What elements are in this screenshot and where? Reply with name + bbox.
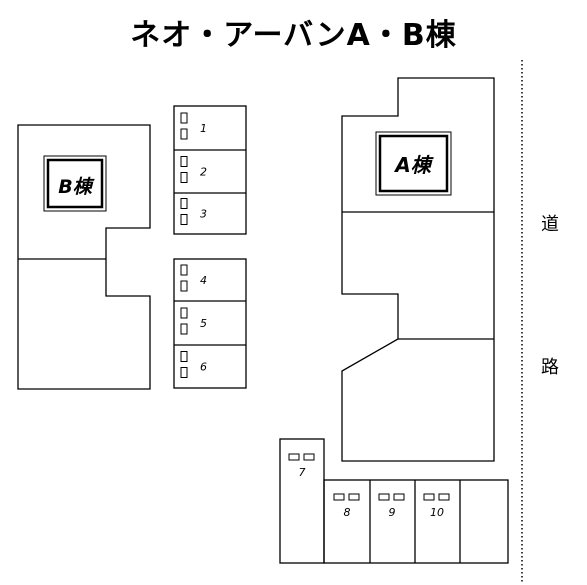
road-label-bottom: 路 (541, 357, 559, 378)
meter-icon (180, 112, 188, 124)
meter-icon (180, 351, 188, 362)
parking-row-bottom (323, 479, 509, 564)
parking-space-5: 5 (180, 307, 207, 335)
parking-space-1: 1 (180, 112, 207, 140)
parking-space-7: 7 (288, 453, 315, 479)
parking-space-7-box (279, 438, 325, 564)
meter-icon (348, 493, 360, 501)
parking-number: 9 (389, 506, 396, 519)
parking-space-2: 2 (180, 156, 207, 183)
parking-space-4: 4 (180, 264, 207, 292)
meter-icon (180, 128, 188, 140)
b-building-outline (17, 124, 151, 390)
meter-icon (180, 156, 188, 167)
a-building-label: A棟 (393, 153, 434, 177)
parking-space-3: 3 (180, 198, 207, 225)
meter-icon (438, 493, 450, 501)
meter-icon (180, 280, 188, 292)
site-title: ネオ・アーバンA・B棟 (130, 18, 457, 53)
meter-icon (288, 453, 300, 461)
meter-icon (333, 493, 345, 501)
meter-icon (180, 214, 188, 225)
meter-icon (378, 493, 390, 501)
parking-number: 7 (299, 466, 306, 479)
meter-icon (180, 367, 188, 378)
meter-icon (180, 264, 188, 276)
parking-space-6: 6 (180, 351, 207, 378)
meter-icon (180, 323, 188, 335)
meter-icon (180, 307, 188, 319)
a-building-label-box: A棟 (375, 131, 452, 196)
parking-block-lower (173, 258, 247, 389)
meter-icon (303, 453, 315, 461)
parking-space-10: 10 (423, 493, 450, 519)
parking-number: 10 (430, 506, 444, 519)
parking-number: 5 (200, 317, 207, 330)
road-label-top: 道 (541, 214, 559, 235)
parking-space-8: 8 (333, 493, 360, 519)
parking-number: 2 (200, 166, 207, 179)
b-building-label: B棟 (58, 176, 94, 198)
parking-number: 3 (200, 208, 207, 221)
parking-number: 4 (200, 274, 207, 287)
parking-number: 6 (200, 361, 207, 374)
meter-icon (180, 198, 188, 209)
meter-icon (180, 172, 188, 183)
b-building-label-box: B棟 (43, 155, 107, 212)
parking-number: 1 (200, 122, 207, 135)
parking-space-9: 9 (378, 493, 405, 519)
meter-icon (423, 493, 435, 501)
parking-number: 8 (344, 506, 351, 519)
meter-icon (393, 493, 405, 501)
parking-block-upper (173, 105, 247, 235)
